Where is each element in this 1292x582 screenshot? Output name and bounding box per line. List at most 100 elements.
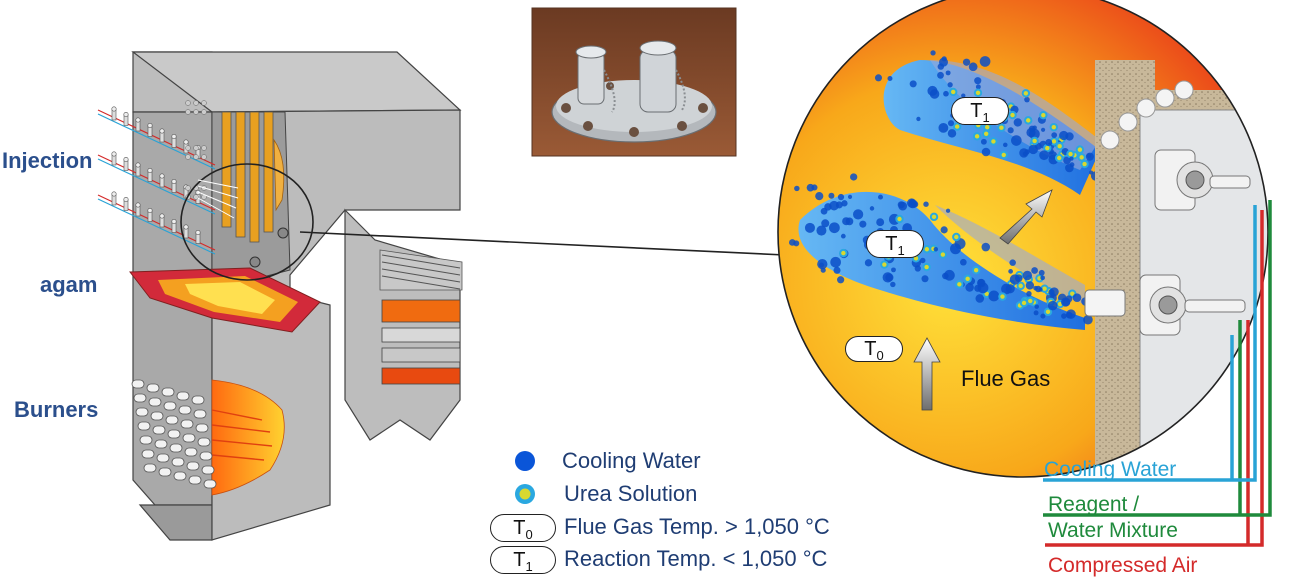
burner [152, 425, 166, 435]
water-droplet [828, 192, 835, 199]
water-droplet [1008, 269, 1013, 274]
burners-label: Burners [14, 397, 99, 422]
water-droplet [1060, 297, 1071, 307]
burner-array [131, 379, 217, 489]
water-droplet [938, 122, 949, 133]
water-droplet [968, 62, 978, 72]
water-droplet [837, 193, 845, 201]
water-droplet [837, 276, 845, 284]
water-droplet [1026, 127, 1036, 138]
water-droplet [1022, 270, 1033, 281]
water-droplet [1034, 304, 1039, 309]
water-droplet [820, 207, 828, 215]
zoom-connector-line [299, 231, 786, 256]
burner [163, 401, 177, 411]
water-droplet [864, 259, 873, 267]
water-droplet [1026, 291, 1032, 297]
water-droplet [1083, 314, 1093, 325]
boiler [97, 51, 463, 541]
burner [137, 421, 151, 431]
burner [148, 397, 162, 407]
burner [167, 429, 181, 439]
burner [139, 435, 153, 445]
upper-injector [1154, 149, 1251, 211]
water-droplet [1086, 153, 1092, 159]
water-droplet [755, 215, 764, 224]
water-droplet [829, 222, 840, 234]
cooling-water-pipe [1043, 205, 1257, 482]
burner [161, 387, 175, 397]
water-droplet [833, 266, 841, 274]
water-droplet [975, 84, 981, 90]
water-droplet [891, 267, 896, 273]
water-droplet [965, 283, 974, 292]
burner [199, 451, 213, 461]
water-droplet [1069, 156, 1074, 161]
legend-t1-badge: T1 [490, 546, 556, 574]
water-droplet [1031, 267, 1038, 274]
burner [176, 391, 190, 401]
water-droplet [1003, 142, 1008, 148]
water-droplet [921, 275, 929, 283]
burner [156, 453, 170, 463]
flue-gas-label: Flue Gas [961, 366, 1051, 391]
water-droplet [980, 138, 987, 145]
pipe-label-reagent-2: Water Mixture [1048, 519, 1178, 542]
water-droplet [977, 278, 986, 288]
burner [173, 471, 187, 481]
second-pass [344, 208, 461, 441]
economizer-tubes [381, 254, 461, 385]
burner [180, 419, 194, 429]
water-droplet [1089, 170, 1094, 175]
water-droplet [816, 225, 827, 236]
water-droplet [806, 183, 815, 192]
burner [146, 383, 160, 393]
water-droplet [1033, 310, 1039, 316]
water-droplet [890, 281, 896, 288]
burner [165, 415, 179, 425]
burner [182, 433, 196, 443]
water-droplet [887, 75, 893, 81]
burner [191, 395, 205, 405]
burner-flame [211, 379, 285, 496]
legend-cooling-water: Cooling Water [562, 448, 701, 473]
water-droplet [1065, 132, 1074, 141]
t1-upper-badge: T1 [951, 97, 1009, 125]
water-droplet [909, 80, 917, 88]
burner [197, 437, 211, 447]
water-droplet [939, 57, 948, 67]
water-droplet [1007, 127, 1014, 134]
water-droplet [794, 185, 800, 192]
water-droplet [1065, 311, 1073, 319]
water-droplet [943, 90, 949, 97]
zoom-region-circle [180, 163, 314, 281]
water-droplet [979, 56, 991, 67]
water-droplet [1051, 132, 1058, 139]
water-droplet [1024, 96, 1030, 103]
burner [188, 475, 202, 485]
water-droplet [874, 74, 883, 82]
burner [203, 479, 217, 489]
water-droplet [945, 208, 951, 213]
water-droplet [1049, 287, 1059, 297]
water-droplet [914, 265, 921, 272]
water-droplet [950, 243, 961, 255]
water-droplet [793, 240, 800, 247]
burner [184, 447, 198, 457]
water-droplet [1038, 287, 1043, 292]
water-droplet [974, 77, 982, 85]
water-droplet [981, 147, 991, 157]
pipe-label-reagent-1: Reagent / [1048, 493, 1140, 516]
water-droplet [960, 258, 967, 266]
water-droplet [847, 194, 853, 199]
burner [186, 461, 200, 471]
water-droplet [1072, 293, 1082, 302]
water-droplet [947, 120, 955, 127]
burner [150, 411, 164, 421]
water-droplet [975, 294, 985, 303]
water-droplet [961, 93, 966, 98]
water-droplet [933, 246, 939, 252]
water-droplet [1005, 284, 1015, 294]
lower-injector [1084, 274, 1246, 336]
water-droplet [1019, 148, 1029, 158]
